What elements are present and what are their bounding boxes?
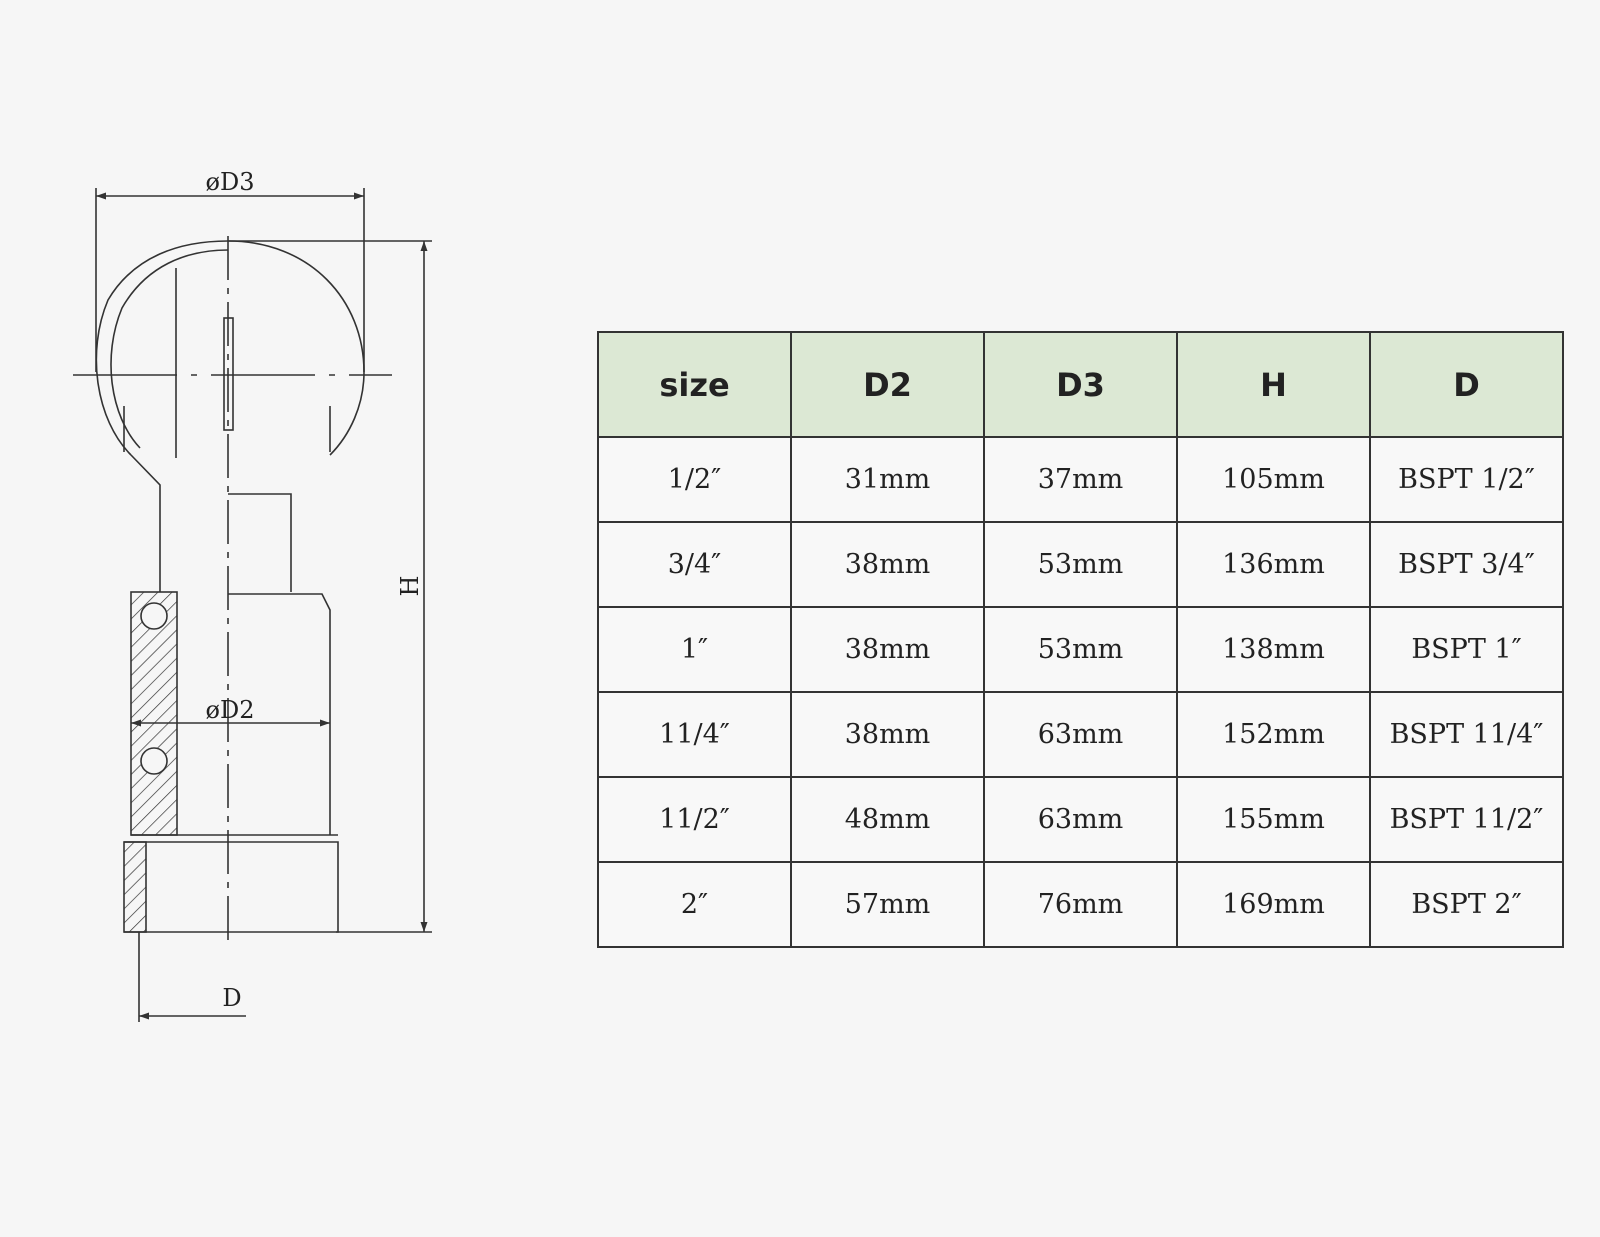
cell-d3: 53mm [983, 521, 1178, 608]
cell-d2: 38mm [790, 521, 985, 608]
cell-size: 2″ [597, 861, 792, 948]
cell-h: 105mm [1176, 436, 1371, 523]
cell-d3: 76mm [983, 861, 1178, 948]
header-d2: D2 [790, 331, 985, 438]
cell-size: 1/2″ [597, 436, 792, 523]
cell-d3: 53mm [983, 606, 1178, 693]
header-d3: D3 [983, 331, 1178, 438]
cell-d2: 38mm [790, 691, 985, 778]
cell-h: 138mm [1176, 606, 1371, 693]
table-row: 2″ 57mm 76mm 169mm BSPT 2″ [597, 861, 1564, 948]
h-label: H [396, 576, 424, 597]
header-size: size [597, 331, 792, 438]
ball-inner-shell [110, 249, 229, 449]
cell-h: 169mm [1176, 861, 1371, 948]
stem-upper [228, 493, 292, 592]
cell-d: BSPT 1″ [1369, 606, 1564, 693]
cell-size: 11/2″ [597, 776, 792, 863]
threaded-base-outline [124, 841, 339, 933]
table-row: 1″ 38mm 53mm 138mm BSPT 1″ [597, 606, 1564, 693]
cell-h: 136mm [1176, 521, 1371, 608]
cell-d3: 63mm [983, 776, 1178, 863]
header-d: D [1369, 331, 1564, 438]
table-row: 3/4″ 38mm 53mm 136mm BSPT 3/4″ [597, 521, 1564, 608]
ball-neck [130, 454, 161, 592]
ball-outer-shell [95, 240, 365, 456]
cell-d2: 31mm [790, 436, 985, 523]
nozzle-technical-drawing: øD3 øD2 D H [73, 168, 432, 1022]
cell-d2: 48mm [790, 776, 985, 863]
cell-d3: 63mm [983, 691, 1178, 778]
cell-size: 1″ [597, 606, 792, 693]
cell-d: BSPT 11/2″ [1369, 776, 1564, 863]
cell-d: BSPT 11/4″ [1369, 691, 1564, 778]
table-row: 11/2″ 48mm 63mm 155mm BSPT 11/2″ [597, 776, 1564, 863]
cell-size: 11/4″ [597, 691, 792, 778]
cell-d: BSPT 1/2″ [1369, 436, 1564, 523]
d3-label: øD3 [206, 168, 255, 196]
threaded-base-hatched [123, 841, 147, 933]
d-label: D [222, 984, 241, 1012]
cell-d2: 57mm [790, 861, 985, 948]
d2-label: øD2 [206, 696, 255, 724]
cell-d3: 37mm [983, 436, 1178, 523]
table-row: 1/2″ 31mm 37mm 105mm BSPT 1/2″ [597, 436, 1564, 523]
internal-vane-center [223, 317, 234, 431]
table-row: 11/4″ 38mm 63mm 152mm BSPT 11/4″ [597, 691, 1564, 778]
header-h: H [1176, 331, 1371, 438]
cell-d: BSPT 2″ [1369, 861, 1564, 948]
bearing-ball-upper [140, 602, 168, 630]
size-specification-table: size D2 D3 H D 1/2″ 31mm 37mm 105mm BSPT… [597, 331, 1564, 948]
cell-h: 155mm [1176, 776, 1371, 863]
table-header-row: size D2 D3 H D [597, 331, 1564, 438]
cell-h: 152mm [1176, 691, 1371, 778]
bearing-ball-lower [140, 747, 168, 775]
cell-size: 3/4″ [597, 521, 792, 608]
cell-d: BSPT 3/4″ [1369, 521, 1564, 608]
cell-d2: 38mm [790, 606, 985, 693]
